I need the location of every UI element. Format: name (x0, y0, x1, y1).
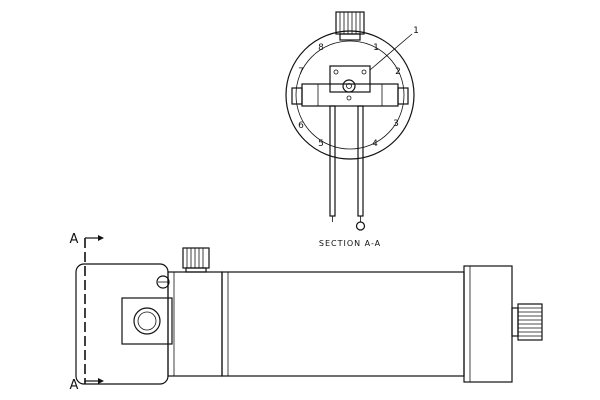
wire-leads (329, 105, 366, 231)
left-bracket (291, 87, 303, 105)
arrow-right-icon (98, 235, 104, 241)
side-view: A A (70, 232, 543, 393)
housing-inner-circle (295, 40, 405, 150)
pin-label-8: 8 (318, 43, 324, 53)
pin-label-2: 2 (395, 67, 401, 77)
flange-block (167, 271, 223, 377)
pin-label-5: 5 (318, 139, 324, 149)
center-screw-icon (342, 79, 356, 93)
section-view: 1 1 2 3 4 5 6 7 8 SECTION A-A (285, 11, 419, 248)
section-marker-top: A (70, 232, 79, 247)
rod-end-fitting (511, 303, 543, 341)
arrow-right-icon (98, 378, 104, 384)
callout-number: 1 (413, 26, 419, 36)
section-marker-bottom: A (70, 378, 79, 393)
connector-box (121, 297, 173, 345)
pin-label-3: 3 (393, 119, 399, 129)
housing-outer-circle (285, 30, 415, 160)
pin-label-1: 1 (373, 43, 379, 53)
top-fitting (335, 11, 365, 41)
terminal-bar (301, 83, 399, 107)
pin-label-7: 7 (298, 67, 304, 77)
right-bracket (397, 87, 409, 105)
callout-leader (369, 33, 413, 71)
pin-label-4: 4 (372, 139, 378, 149)
ring-terminal-icon (355, 221, 366, 231)
section-caption: SECTION A-A (319, 239, 381, 248)
rod-end-head (463, 265, 513, 383)
side-top-fitting (182, 247, 210, 273)
pin-label-6: 6 (298, 121, 304, 131)
cylinder-barrel (221, 271, 465, 377)
pin-position-labels: 1 2 3 4 5 6 7 8 (298, 43, 401, 149)
set-screw-icon (156, 275, 170, 289)
connector-port-icon (133, 307, 161, 335)
